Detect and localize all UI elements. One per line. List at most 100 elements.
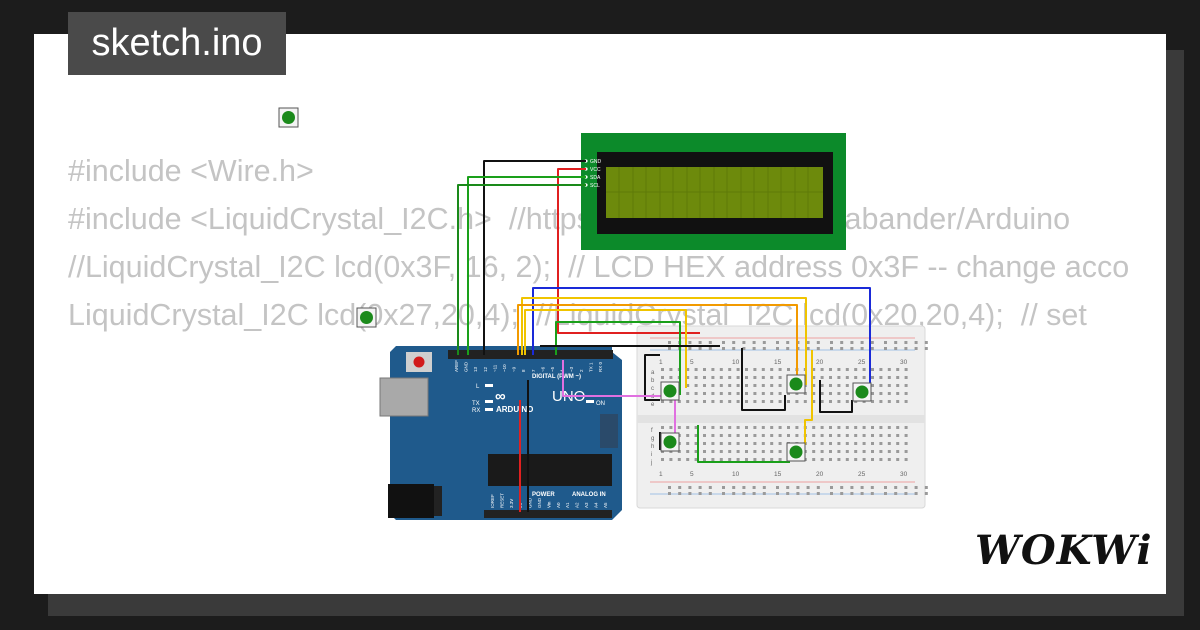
breadboard-hole	[854, 368, 858, 371]
breadboard-hole	[677, 458, 681, 461]
breadboard-hole	[904, 384, 908, 387]
breadboard-hole	[761, 368, 765, 371]
canvas-card[interactable]: #include <Wire.h> #include <LiquidCrysta…	[34, 34, 1166, 594]
pushbutton-loose-2[interactable]	[356, 307, 377, 328]
breadboard-rail-hole	[732, 347, 736, 350]
breadboard-hole	[879, 458, 883, 461]
pushbutton-1[interactable]	[660, 381, 680, 401]
breadboard-hole	[745, 434, 748, 437]
bb-row-f: f	[651, 428, 653, 434]
breadboard-hole	[686, 458, 690, 461]
breadboard-hole	[845, 426, 849, 429]
breadboard-hole	[669, 458, 673, 461]
breadboard-hole	[745, 442, 748, 445]
breadboard-hole	[879, 442, 883, 445]
atmega-chip	[488, 454, 612, 486]
led-label-rx: RX	[472, 408, 480, 414]
breadboard-hole	[711, 368, 715, 371]
breadboard-hole	[829, 450, 832, 453]
breadboard-hole	[686, 400, 690, 403]
wires	[457, 160, 871, 512]
breadboard-rail-hole	[806, 492, 810, 495]
breadboard-hole	[887, 442, 891, 445]
bb-col-1-bottom: 1	[659, 471, 663, 478]
breadboard-rail-hole	[870, 347, 874, 350]
breadboard-rail-hole	[904, 341, 908, 344]
lcd-module[interactable]: GND VCC SDA SCL	[581, 133, 846, 250]
header-digital-label: DIGITAL (PWM ~)	[532, 374, 581, 380]
breadboard-rail-hole	[688, 492, 692, 495]
breadboard-hole	[812, 458, 816, 461]
breadboard-hole	[736, 400, 740, 403]
pushbutton-5[interactable]	[786, 442, 806, 462]
pushbutton-2[interactable]	[786, 374, 806, 394]
wire-sda-green	[467, 176, 586, 355]
breadboard-rail-hole	[776, 492, 779, 495]
breadboard-hole	[845, 434, 849, 437]
pin-label-bottom: A5	[603, 502, 608, 508]
breadboard-hole	[820, 426, 824, 429]
breadboard-hole	[862, 458, 866, 461]
breadboard-hole	[661, 376, 664, 379]
pin-label-bottom: A0	[556, 502, 561, 508]
breadboard-hole	[778, 450, 782, 453]
breadboard-hole	[686, 450, 690, 453]
breadboard-hole	[837, 434, 841, 437]
breadboard-hole	[887, 368, 891, 371]
breadboard-hole	[787, 426, 790, 429]
breadboard-rail-hole	[742, 341, 746, 344]
lcd-pin-scl: SCL	[590, 183, 600, 189]
breadboard-hole	[829, 376, 832, 379]
breadboard-rail-hole	[776, 347, 779, 350]
breadboard-rail-hole	[732, 492, 736, 495]
arduino-brand: ARDUINO	[496, 405, 533, 414]
bb-col-15: 15	[774, 359, 782, 366]
breadboard-hole	[887, 384, 891, 387]
arduino-uno-board[interactable]: ∞ UNO ARDUINO DIGITAL (PWM ~) POWER ANAL…	[379, 346, 622, 520]
breadboard-rail-hole	[894, 341, 898, 344]
breadboard-hole	[795, 434, 799, 437]
breadboard-hole	[820, 458, 824, 461]
breadboard-hole	[694, 384, 698, 387]
breadboard-hole	[745, 368, 748, 371]
breadboard-hole	[803, 400, 807, 403]
breadboard-hole	[753, 450, 757, 453]
pushbutton-loose-1[interactable]	[278, 107, 299, 128]
breadboard-hole	[770, 384, 774, 387]
breadboard-rail-hole	[776, 341, 779, 344]
breadboard-hole	[896, 392, 900, 395]
breadboard-hole	[896, 442, 900, 445]
breadboard-hole	[761, 434, 765, 437]
pushbutton-4[interactable]	[660, 432, 680, 452]
breadboard-hole	[871, 392, 874, 395]
breadboard-hole	[686, 376, 690, 379]
breadboard-hole	[711, 458, 715, 461]
breadboard-rail-hole	[786, 347, 790, 350]
breadboard-rail-hole	[894, 347, 898, 350]
breadboard-hole	[694, 458, 698, 461]
breadboard-rail-hole	[884, 347, 887, 350]
breadboard-rail-hole	[698, 347, 702, 350]
breadboard-hole	[728, 458, 732, 461]
pin-label-top: RX 0	[598, 361, 603, 372]
breadboard-rail-hole	[914, 486, 918, 489]
breadboard-hole	[862, 376, 866, 379]
breadboard-rail-hole	[904, 347, 908, 350]
breadboard-hole	[837, 442, 841, 445]
breadboard-hole	[770, 426, 774, 429]
breadboard-hole	[719, 376, 723, 379]
breadboard-hole	[812, 376, 816, 379]
breadboard-hole	[778, 384, 782, 387]
breadboard-hole	[736, 376, 740, 379]
wokwi-logo: WOKWi	[975, 527, 1153, 574]
breadboard-hole	[862, 442, 866, 445]
breadboard-rail-hole	[850, 492, 854, 495]
breadboard-hole	[896, 434, 900, 437]
breadboard-hole	[753, 384, 757, 387]
breadboard-hole	[761, 384, 765, 387]
bb-col-10-bottom: 10	[732, 471, 740, 478]
breadboard-hole	[854, 376, 858, 379]
pushbutton-3[interactable]	[852, 382, 872, 402]
breadboard-hole	[761, 450, 765, 453]
